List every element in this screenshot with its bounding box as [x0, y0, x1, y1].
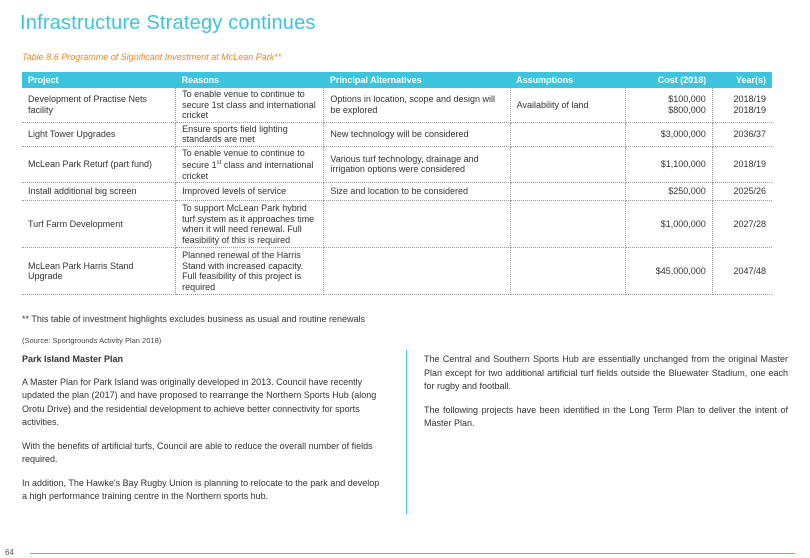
cell-reasons: Planned renewal of the Harris Stand with…: [175, 247, 325, 295]
cell-alternatives: Options in location, scope and design wi…: [323, 88, 511, 123]
cell-project: McLean Park Harris Stand Upgrade: [22, 247, 177, 295]
cell-alternatives: Size and location to be considered: [323, 182, 511, 201]
cell-year-value: 2018/19: [733, 104, 766, 115]
paragraph: With the benefits of artificial turfs, C…: [22, 440, 373, 465]
cell-assumptions: [510, 200, 627, 248]
cell-project: Turf Farm Development: [22, 200, 177, 248]
cell-year: 2018/19 2018/19: [712, 88, 772, 123]
cell-cost: $1,100,000: [625, 146, 713, 183]
cell-cost: $1,000,000: [625, 200, 713, 248]
cell-cost-value: $800,000: [668, 104, 706, 115]
cell-reasons: Ensure sports field lighting standards a…: [175, 122, 325, 147]
ordinal-suffix: st: [216, 160, 222, 166]
table-row: McLean Park Returf (part fund) To enable…: [22, 146, 772, 183]
cell-project: McLean Park Returf (part fund): [22, 146, 177, 183]
page-number: 64: [5, 548, 14, 557]
cell-alternatives: New technology will be considered: [323, 122, 511, 147]
header-project: Project: [22, 72, 176, 88]
cell-year-value: 2018/19: [733, 94, 766, 105]
table-row: Turf Farm Development To support McLean …: [22, 200, 772, 248]
cell-project: Light Tower Upgrades: [22, 122, 177, 147]
cell-year: 2036/37: [712, 122, 772, 147]
left-column: Park Island Master Plan A Master Plan fo…: [22, 353, 386, 514]
cell-alternatives: [323, 200, 511, 248]
header-cost: Cost (2018): [625, 72, 713, 88]
cell-assumptions: [510, 182, 627, 201]
cell-cost: $250,000: [625, 182, 713, 201]
cell-cost: $100,000 $800,000: [625, 88, 713, 123]
paragraph: The following projects have been identif…: [424, 404, 788, 429]
paragraph: In addition, The Hawke's Bay Rugby Union…: [22, 477, 380, 502]
cell-cost-value: $100,000: [668, 94, 706, 105]
cell-reasons: To enable venue to continue to secure 1s…: [175, 146, 325, 183]
cell-project: Install additional big screen: [22, 182, 177, 201]
cell-reasons: To enable venue to continue to secure 1s…: [175, 88, 325, 123]
section-heading: Park Island Master Plan: [22, 354, 124, 364]
cell-cost: $45,000,000: [625, 247, 713, 295]
cell-project: Development of Practise Nets facility: [22, 88, 177, 123]
cell-alternatives: [323, 247, 511, 295]
header-reasons: Reasons: [175, 72, 324, 88]
paragraph: A Master Plan for Park Island was origin…: [22, 376, 377, 428]
table-header-row: Project Reasons Principal Alternatives A…: [22, 72, 772, 88]
cell-assumptions: [510, 122, 627, 147]
page-heading: Infrastructure Strategy continues: [20, 12, 316, 34]
right-column: The Central and Southern Sports Hub are …: [424, 353, 788, 441]
table-caption: Table 8.6 Programme of Significant Inves…: [22, 52, 282, 62]
cell-year: 2025/26: [712, 182, 772, 201]
cell-reasons-text: class and international cricket: [182, 160, 314, 181]
cell-alternatives: Various turf technology, drainage and ir…: [323, 146, 511, 183]
table-row: Development of Practise Nets facility To…: [22, 88, 772, 123]
cell-year: 2027/28: [712, 200, 772, 248]
cell-year: 2047/48: [712, 247, 772, 295]
cell-reasons-text: To enable venue to continue to secure 1: [182, 147, 305, 171]
cell-reasons: Improved levels of service: [175, 182, 325, 201]
header-alternatives: Principal Alternatives: [323, 72, 511, 88]
investment-table: Project Reasons Principal Alternatives A…: [22, 72, 772, 295]
table-row: Light Tower Upgrades Ensure sports field…: [22, 122, 772, 147]
paragraph: The Central and Southern Sports Hub are …: [424, 354, 788, 391]
table-row: McLean Park Harris Stand Upgrade Planned…: [22, 247, 772, 295]
table-source: (Source: Sportgrounds Activity Plan 2018…: [22, 336, 162, 345]
header-years: Year(s): [712, 72, 772, 88]
cell-assumptions: [510, 146, 627, 183]
table-footnote: ** This table of investment highlights e…: [22, 314, 366, 324]
cell-year: 2018/19: [712, 146, 772, 183]
cell-assumptions: Availability of land: [510, 88, 627, 123]
column-divider: [406, 350, 407, 514]
cell-reasons: To support McLean Park hybrid turf syste…: [175, 200, 325, 248]
table-row: Install additional big screen Improved l…: [22, 182, 772, 201]
cell-assumptions: [510, 247, 627, 295]
header-assumptions: Assumptions: [510, 72, 626, 88]
cell-cost: $3,000,000: [625, 122, 713, 147]
footer-rule: [30, 553, 795, 554]
